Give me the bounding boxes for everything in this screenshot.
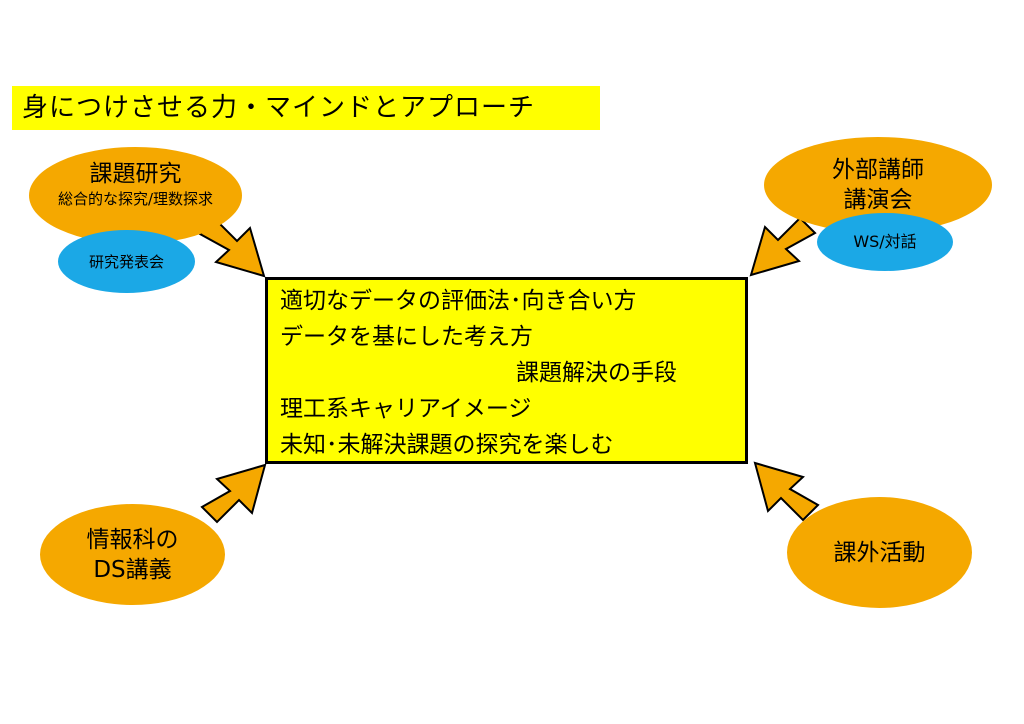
diagram-title: 身につけさせる力・マインドとアプローチ xyxy=(12,86,600,130)
arrow-bottom-left xyxy=(200,463,267,524)
extra-label: 課外活動 xyxy=(833,539,926,566)
presentation-node: 研究発表会 xyxy=(58,230,195,293)
lecture-line2: 講演会 xyxy=(843,187,913,213)
goal-line: 課題解決の手段 xyxy=(516,360,677,386)
extra-node: 課外活動 xyxy=(787,497,972,608)
presentation-label: 研究発表会 xyxy=(88,252,164,271)
center-goals-box: 適切なデータの評価法･向き合い方 データを基にした考え方 課題解決の手段 理工系… xyxy=(265,277,748,464)
ws-node: WS/対話 xyxy=(817,213,953,271)
ws-label: WS/対話 xyxy=(853,232,917,251)
info-node: 情報科の DS講義 xyxy=(40,504,225,605)
arrow-top-right xyxy=(749,216,817,277)
info-line2: DS講義 xyxy=(93,556,172,583)
info-line1: 情報科の xyxy=(86,526,179,553)
goal-line: 適切なデータの評価法･向き合い方 xyxy=(280,288,637,314)
arrow-bottom-right xyxy=(753,461,820,522)
goal-line: 未知･未解決課題の探究を楽しむ xyxy=(280,432,614,458)
goal-line: データを基にした考え方 xyxy=(280,324,533,350)
lecture-line1: 外部講師 xyxy=(832,157,924,183)
research-title: 課題研究 xyxy=(89,161,182,187)
research-subtitle: 総合的な探究/理数探求 xyxy=(57,190,214,208)
research-node: 課題研究 総合的な探究/理数探求 xyxy=(29,147,242,244)
goal-line: 理工系キャリアイメージ xyxy=(280,396,532,422)
